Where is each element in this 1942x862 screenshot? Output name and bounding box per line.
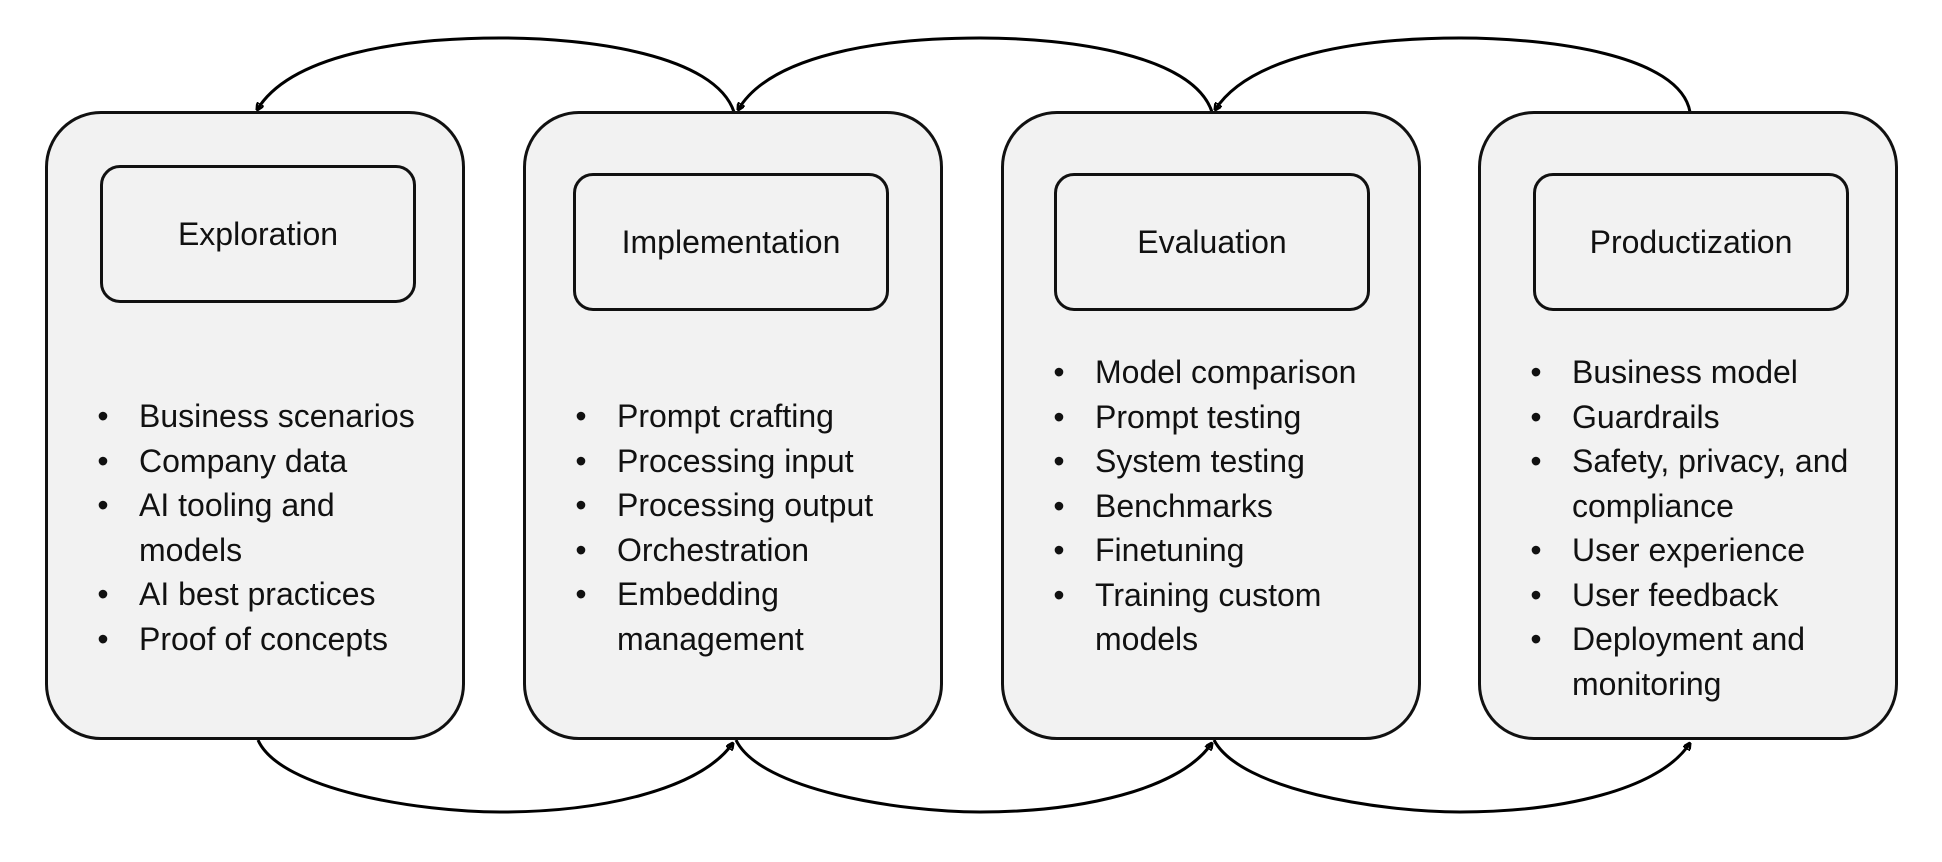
stage-implementation: Implementation •Prompt crafting •Process…	[523, 111, 943, 740]
stage-list-exploration: •Business scenarios •Company data •AI to…	[93, 394, 444, 661]
list-item: •User feedback	[1526, 573, 1877, 618]
bullet-icon: •	[1530, 398, 1542, 435]
stage-title-text: Implementation	[621, 224, 841, 260]
stage-productization: Productization •Business model •Guardrai…	[1478, 111, 1898, 740]
list-item: •Business scenarios	[93, 394, 444, 439]
list-item: •Safety, privacy, and compliance	[1526, 439, 1877, 528]
bullet-icon: •	[1053, 354, 1065, 390]
stage-exploration: Exploration •Business scenarios •Company…	[45, 111, 465, 740]
bullet-icon: •	[575, 531, 587, 568]
stage-list-evaluation: •Model comparison •Prompt testing •Syste…	[1049, 350, 1400, 662]
bullet-icon: •	[97, 442, 109, 479]
stage-title-productization: Productization	[1533, 173, 1849, 311]
list-item: •Proof of concepts	[93, 617, 444, 662]
stage-title-implementation: Implementation	[573, 173, 889, 311]
bullet-icon: •	[1530, 621, 1542, 657]
stage-list-implementation: •Prompt crafting •Processing input •Proc…	[571, 394, 922, 661]
list-item: •AI tooling and models	[93, 483, 444, 572]
bullet-icon: •	[575, 398, 587, 434]
list-item: •Prompt crafting	[571, 394, 922, 439]
bullet-icon: •	[97, 487, 109, 523]
arrow-productization-to-evaluation	[1215, 36, 1692, 112]
list-item: •Business model	[1526, 350, 1877, 395]
bullet-icon: •	[1530, 354, 1542, 390]
arrow-evaluation-to-implementation	[738, 36, 1214, 112]
list-item: •Finetuning	[1049, 528, 1400, 573]
bullet-icon: •	[1053, 443, 1065, 479]
bullet-icon: •	[1530, 576, 1542, 613]
stage-title-text: Evaluation	[1137, 224, 1287, 260]
list-item: •Company data	[93, 439, 444, 484]
bullet-icon: •	[1053, 532, 1065, 568]
list-item: •Benchmarks	[1049, 484, 1400, 529]
list-item: •Embedding management	[571, 572, 922, 661]
list-item: •Orchestration	[571, 528, 922, 573]
list-item: •AI best practices	[93, 572, 444, 617]
bullet-icon: •	[1053, 487, 1065, 524]
stage-list-productization: •Business model •Guardrails •Safety, pri…	[1526, 350, 1877, 706]
list-item: •Deployment and monitoring	[1526, 617, 1877, 706]
bullet-icon: •	[1530, 532, 1542, 568]
bullet-icon: •	[97, 398, 109, 434]
bullet-icon: •	[575, 576, 587, 612]
list-item: •Guardrails	[1526, 395, 1877, 440]
list-item: •Training custom models	[1049, 573, 1400, 662]
bullet-icon: •	[575, 442, 587, 479]
bullet-icon: •	[1053, 576, 1065, 613]
list-item: •Processing output	[571, 483, 922, 528]
list-item: •Prompt testing	[1049, 395, 1400, 440]
arrow-implementation-to-evaluation	[734, 739, 1212, 814]
list-item: •User experience	[1526, 528, 1877, 573]
arrow-implementation-to-exploration	[257, 36, 736, 112]
bullet-icon: •	[97, 620, 109, 657]
bullet-icon: •	[97, 576, 109, 612]
list-item: •System testing	[1049, 439, 1400, 484]
arrow-evaluation-to-productization	[1212, 739, 1690, 814]
list-item: •Processing input	[571, 439, 922, 484]
stage-title-text: Productization	[1589, 224, 1793, 260]
stage-title-evaluation: Evaluation	[1054, 173, 1370, 311]
bullet-icon: •	[1053, 398, 1065, 435]
arrow-exploration-to-implementation	[256, 739, 733, 814]
bullet-icon: •	[1530, 443, 1542, 479]
bullet-icon: •	[575, 487, 587, 523]
stage-title-exploration: Exploration	[100, 165, 416, 303]
stage-title-text: Exploration	[177, 216, 339, 252]
stage-evaluation: Evaluation •Model comparison •Prompt tes…	[1001, 111, 1421, 740]
list-item: •Model comparison	[1049, 350, 1400, 395]
